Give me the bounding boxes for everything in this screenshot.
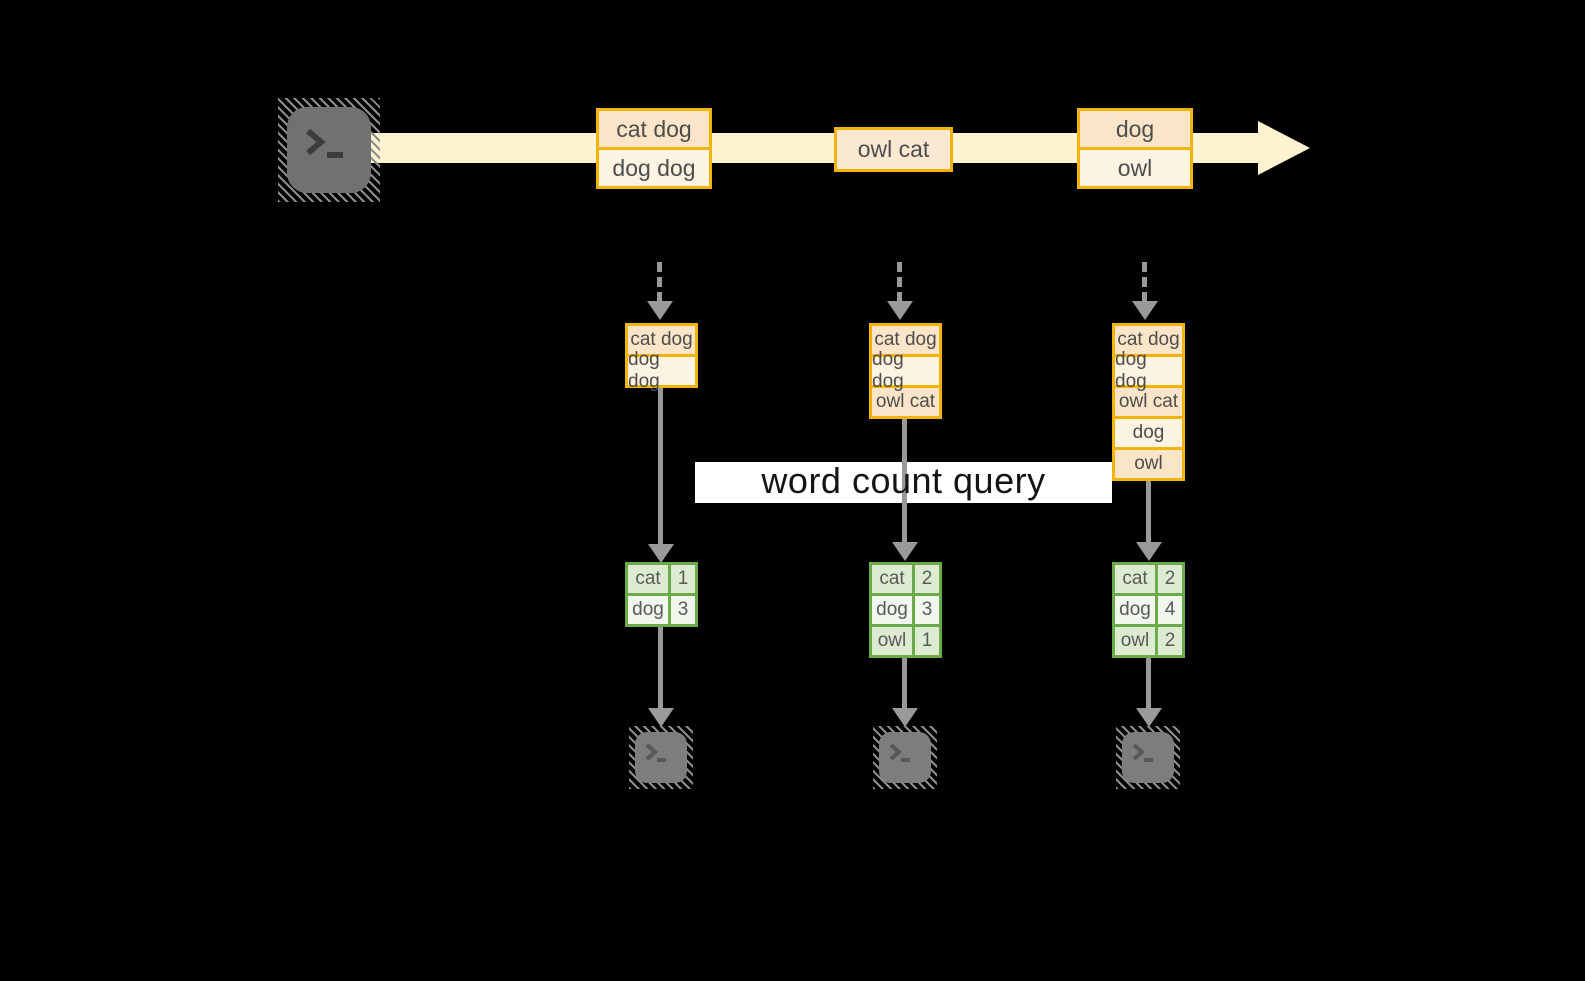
- dashed-arrow: [897, 262, 902, 302]
- state-record: owl: [1112, 447, 1185, 481]
- word-cell: dog: [872, 596, 912, 624]
- flow-arrow: [658, 388, 663, 546]
- word-cell: dog: [628, 596, 668, 624]
- word-count-table-2: cat 2 dog 3 owl 1: [869, 562, 942, 658]
- flow-arrow-head-icon: [892, 708, 918, 727]
- stream-batch-2: owl cat: [834, 127, 953, 172]
- word-cell: owl: [1115, 627, 1155, 655]
- terminal-prompt-glyph-icon: [889, 743, 910, 762]
- count-cell: 4: [1158, 596, 1182, 624]
- terminal-icon: [879, 732, 931, 783]
- count-cell: 1: [915, 627, 939, 655]
- stream-arrowhead-icon: [1258, 121, 1310, 175]
- state-record: owl cat: [869, 385, 942, 419]
- terminal-icon: [1122, 732, 1174, 783]
- dashed-arrow-head-icon: [647, 301, 673, 320]
- terminal-prompt-glyph-icon: [1132, 743, 1153, 762]
- terminal-icon: [635, 732, 687, 783]
- terminal-prompt-glyph-icon: [645, 743, 666, 762]
- state-record: dog: [1112, 416, 1185, 450]
- word-count-table-3: cat 2 dog 4 owl 2: [1112, 562, 1185, 658]
- dashed-arrow: [657, 262, 662, 302]
- count-cell: 2: [1158, 565, 1182, 593]
- stream-record: dog: [1077, 108, 1193, 150]
- count-cell: 3: [915, 596, 939, 624]
- state-stack-3: cat dog dog dog owl cat dog owl: [1112, 323, 1185, 481]
- flow-arrow-head-icon: [1136, 708, 1162, 727]
- stream-record: cat dog: [596, 108, 712, 150]
- state-stack-2: cat dog dog dog owl cat: [869, 323, 942, 419]
- stream-record: owl: [1077, 147, 1193, 189]
- dashed-arrow-head-icon: [887, 301, 913, 320]
- stream-source-terminal-icon: [278, 98, 380, 202]
- stream-batch-1: cat dog dog dog: [596, 108, 712, 189]
- word-cell: owl: [872, 627, 912, 655]
- state-record: dog dog: [625, 349, 698, 392]
- count-cell: 2: [915, 565, 939, 593]
- dashed-arrow: [1142, 262, 1147, 302]
- state-record: owl cat: [1112, 385, 1185, 419]
- query-label: word count query: [761, 460, 1046, 501]
- word-cell: cat: [872, 565, 912, 593]
- state-record: dog dog: [869, 349, 942, 392]
- flow-arrow-head-icon: [648, 708, 674, 727]
- word-cell: dog: [1115, 596, 1155, 624]
- flow-arrow-head-icon: [648, 544, 674, 563]
- flow-arrow-head-icon: [892, 542, 918, 561]
- state-record: cat dog: [1112, 323, 1185, 357]
- dashed-arrow-head-icon: [1132, 301, 1158, 320]
- consumer-terminal-icon: [873, 726, 937, 789]
- terminal-prompt-glyph-icon: [306, 128, 343, 158]
- flow-arrow: [1146, 481, 1151, 544]
- consumer-terminal-icon: [629, 726, 693, 789]
- count-cell: 3: [671, 596, 695, 624]
- stream-record: owl cat: [834, 127, 953, 172]
- count-cell: 1: [671, 565, 695, 593]
- flow-arrow: [658, 627, 663, 710]
- state-record: cat dog: [625, 323, 698, 357]
- flow-arrow-head-icon: [1136, 542, 1162, 561]
- state-stack-1: cat dog dog dog: [625, 323, 698, 392]
- terminal-icon: [287, 107, 371, 193]
- flow-arrow: [1146, 658, 1151, 710]
- consumer-terminal-icon: [1116, 726, 1180, 789]
- state-record: dog dog: [1112, 349, 1185, 392]
- word-cell: cat: [628, 565, 668, 593]
- word-cell: cat: [1115, 565, 1155, 593]
- word-count-table-1: cat 1 dog 3: [625, 562, 698, 627]
- count-cell: 2: [1158, 627, 1182, 655]
- flow-arrow: [902, 419, 907, 544]
- flow-arrow: [902, 658, 907, 710]
- stream-batch-3: dog owl: [1077, 108, 1193, 189]
- stream-record: dog dog: [596, 147, 712, 189]
